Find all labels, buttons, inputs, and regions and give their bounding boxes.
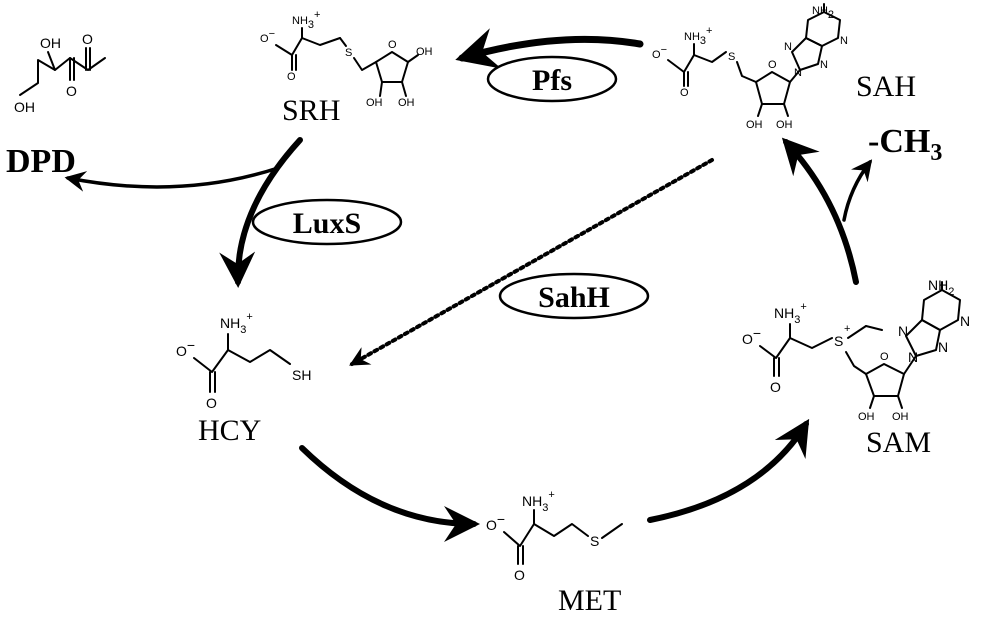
hcy-to-met-arrow xyxy=(299,445,480,542)
sam-n9-label: N xyxy=(908,349,918,365)
srh-ring-o-label: O xyxy=(388,39,397,51)
hcy-structure: NH3+ O− O SH xyxy=(176,311,311,411)
sam-structure: NH3+ O− O S + O OH OH NH2 N N N N xyxy=(742,277,970,423)
sah-o-minus-label: O− xyxy=(652,44,667,61)
sah-o-label: O xyxy=(680,87,689,99)
dpd-oh-label: OH xyxy=(14,99,35,115)
hcy-label: HCY xyxy=(198,414,261,447)
enzyme-sahh: SahH xyxy=(498,272,650,320)
enzyme-pfs-label: Pfs xyxy=(532,64,572,97)
dpd-o-top-label: O xyxy=(82,31,93,47)
sahh-arrow xyxy=(349,158,714,366)
srh-s-label: S xyxy=(345,47,352,59)
enzyme-sahh-label: SahH xyxy=(538,281,610,314)
met-nh3-label: NH3+ xyxy=(522,489,555,514)
sam-n1-label: N xyxy=(960,313,970,329)
dpd-structure: OH OH O O xyxy=(14,31,106,115)
sah-nh3-label: NH3+ xyxy=(684,25,712,47)
met-label: MET xyxy=(558,584,621,617)
sam-nh3-label: NH3+ xyxy=(774,301,807,326)
hcy-o-minus-label: O− xyxy=(176,337,195,359)
sah-structure: NH3+ O− O S O OH OH NH2 N N N N xyxy=(652,3,848,131)
dpd-o-label: O xyxy=(66,83,77,99)
sam-n7-label: N xyxy=(898,323,908,339)
met-structure: NH3+ O− O S xyxy=(486,489,623,583)
sah-nh2-label: NH2 xyxy=(812,5,834,21)
dpd-label: DPD xyxy=(6,143,76,180)
sah-n7-label: N xyxy=(784,41,792,53)
sam-nh2-label: NH2 xyxy=(928,277,954,298)
hcy-sh-label: SH xyxy=(292,367,311,383)
sah-label: SAH xyxy=(856,70,916,103)
srh-oh-left-label: OH xyxy=(366,97,383,109)
hcy-nh3-label: NH3+ xyxy=(220,311,253,336)
sam-oh-left-label: OH xyxy=(858,411,875,423)
sam-o-minus-label: O− xyxy=(742,325,761,347)
dpd-oh-top-label: OH xyxy=(40,35,61,51)
dpd-branch-arrow xyxy=(64,166,280,192)
methyl-branch-arrow xyxy=(842,159,873,222)
enzyme-luxs: LuxS xyxy=(251,198,403,246)
sam-s-plus-label: + xyxy=(844,323,850,335)
pfs-arrow xyxy=(455,28,644,69)
enzyme-luxs-label: LuxS xyxy=(293,207,361,240)
sam-ring-o-label: O xyxy=(880,351,889,363)
sam-o-label: O xyxy=(770,379,781,395)
srh-structure: NH3+ O− O S O OH OH OH xyxy=(260,9,433,109)
sah-n9-label: N xyxy=(794,67,802,79)
srh-o-minus-label: O− xyxy=(260,28,275,45)
hcy-o-label: O xyxy=(206,395,217,411)
sam-n3-label: N xyxy=(938,339,948,355)
met-o-label: O xyxy=(514,567,525,583)
sam-oh-right-label: OH xyxy=(892,411,909,423)
srh-o-label: O xyxy=(287,71,296,83)
sam-s-label: S xyxy=(834,333,843,349)
sah-oh-left-label: OH xyxy=(746,119,763,131)
srh-nh3-label: NH3+ xyxy=(292,9,320,31)
met-o-minus-label: O− xyxy=(486,511,505,533)
methyl-byproduct-label: -CH3 xyxy=(868,123,942,166)
enzyme-pfs: Pfs xyxy=(486,55,618,103)
srh-oh-right-label: OH xyxy=(416,46,433,58)
luxs-arrow xyxy=(219,137,303,288)
sah-n1-label: N xyxy=(840,35,848,47)
met-s-label: S xyxy=(590,533,599,549)
sah-ring-o-label: O xyxy=(768,59,777,71)
sah-s-label: S xyxy=(728,51,735,63)
met-to-sam-arrow xyxy=(647,418,810,523)
srh-label: SRH xyxy=(282,94,340,127)
sah-oh-right-label: OH xyxy=(776,119,793,131)
sah-n3-label: N xyxy=(820,59,828,71)
sam-to-sah-arrow xyxy=(781,137,859,285)
srh-oh-mid-label: OH xyxy=(398,97,415,109)
sam-label: SAM xyxy=(866,426,931,459)
